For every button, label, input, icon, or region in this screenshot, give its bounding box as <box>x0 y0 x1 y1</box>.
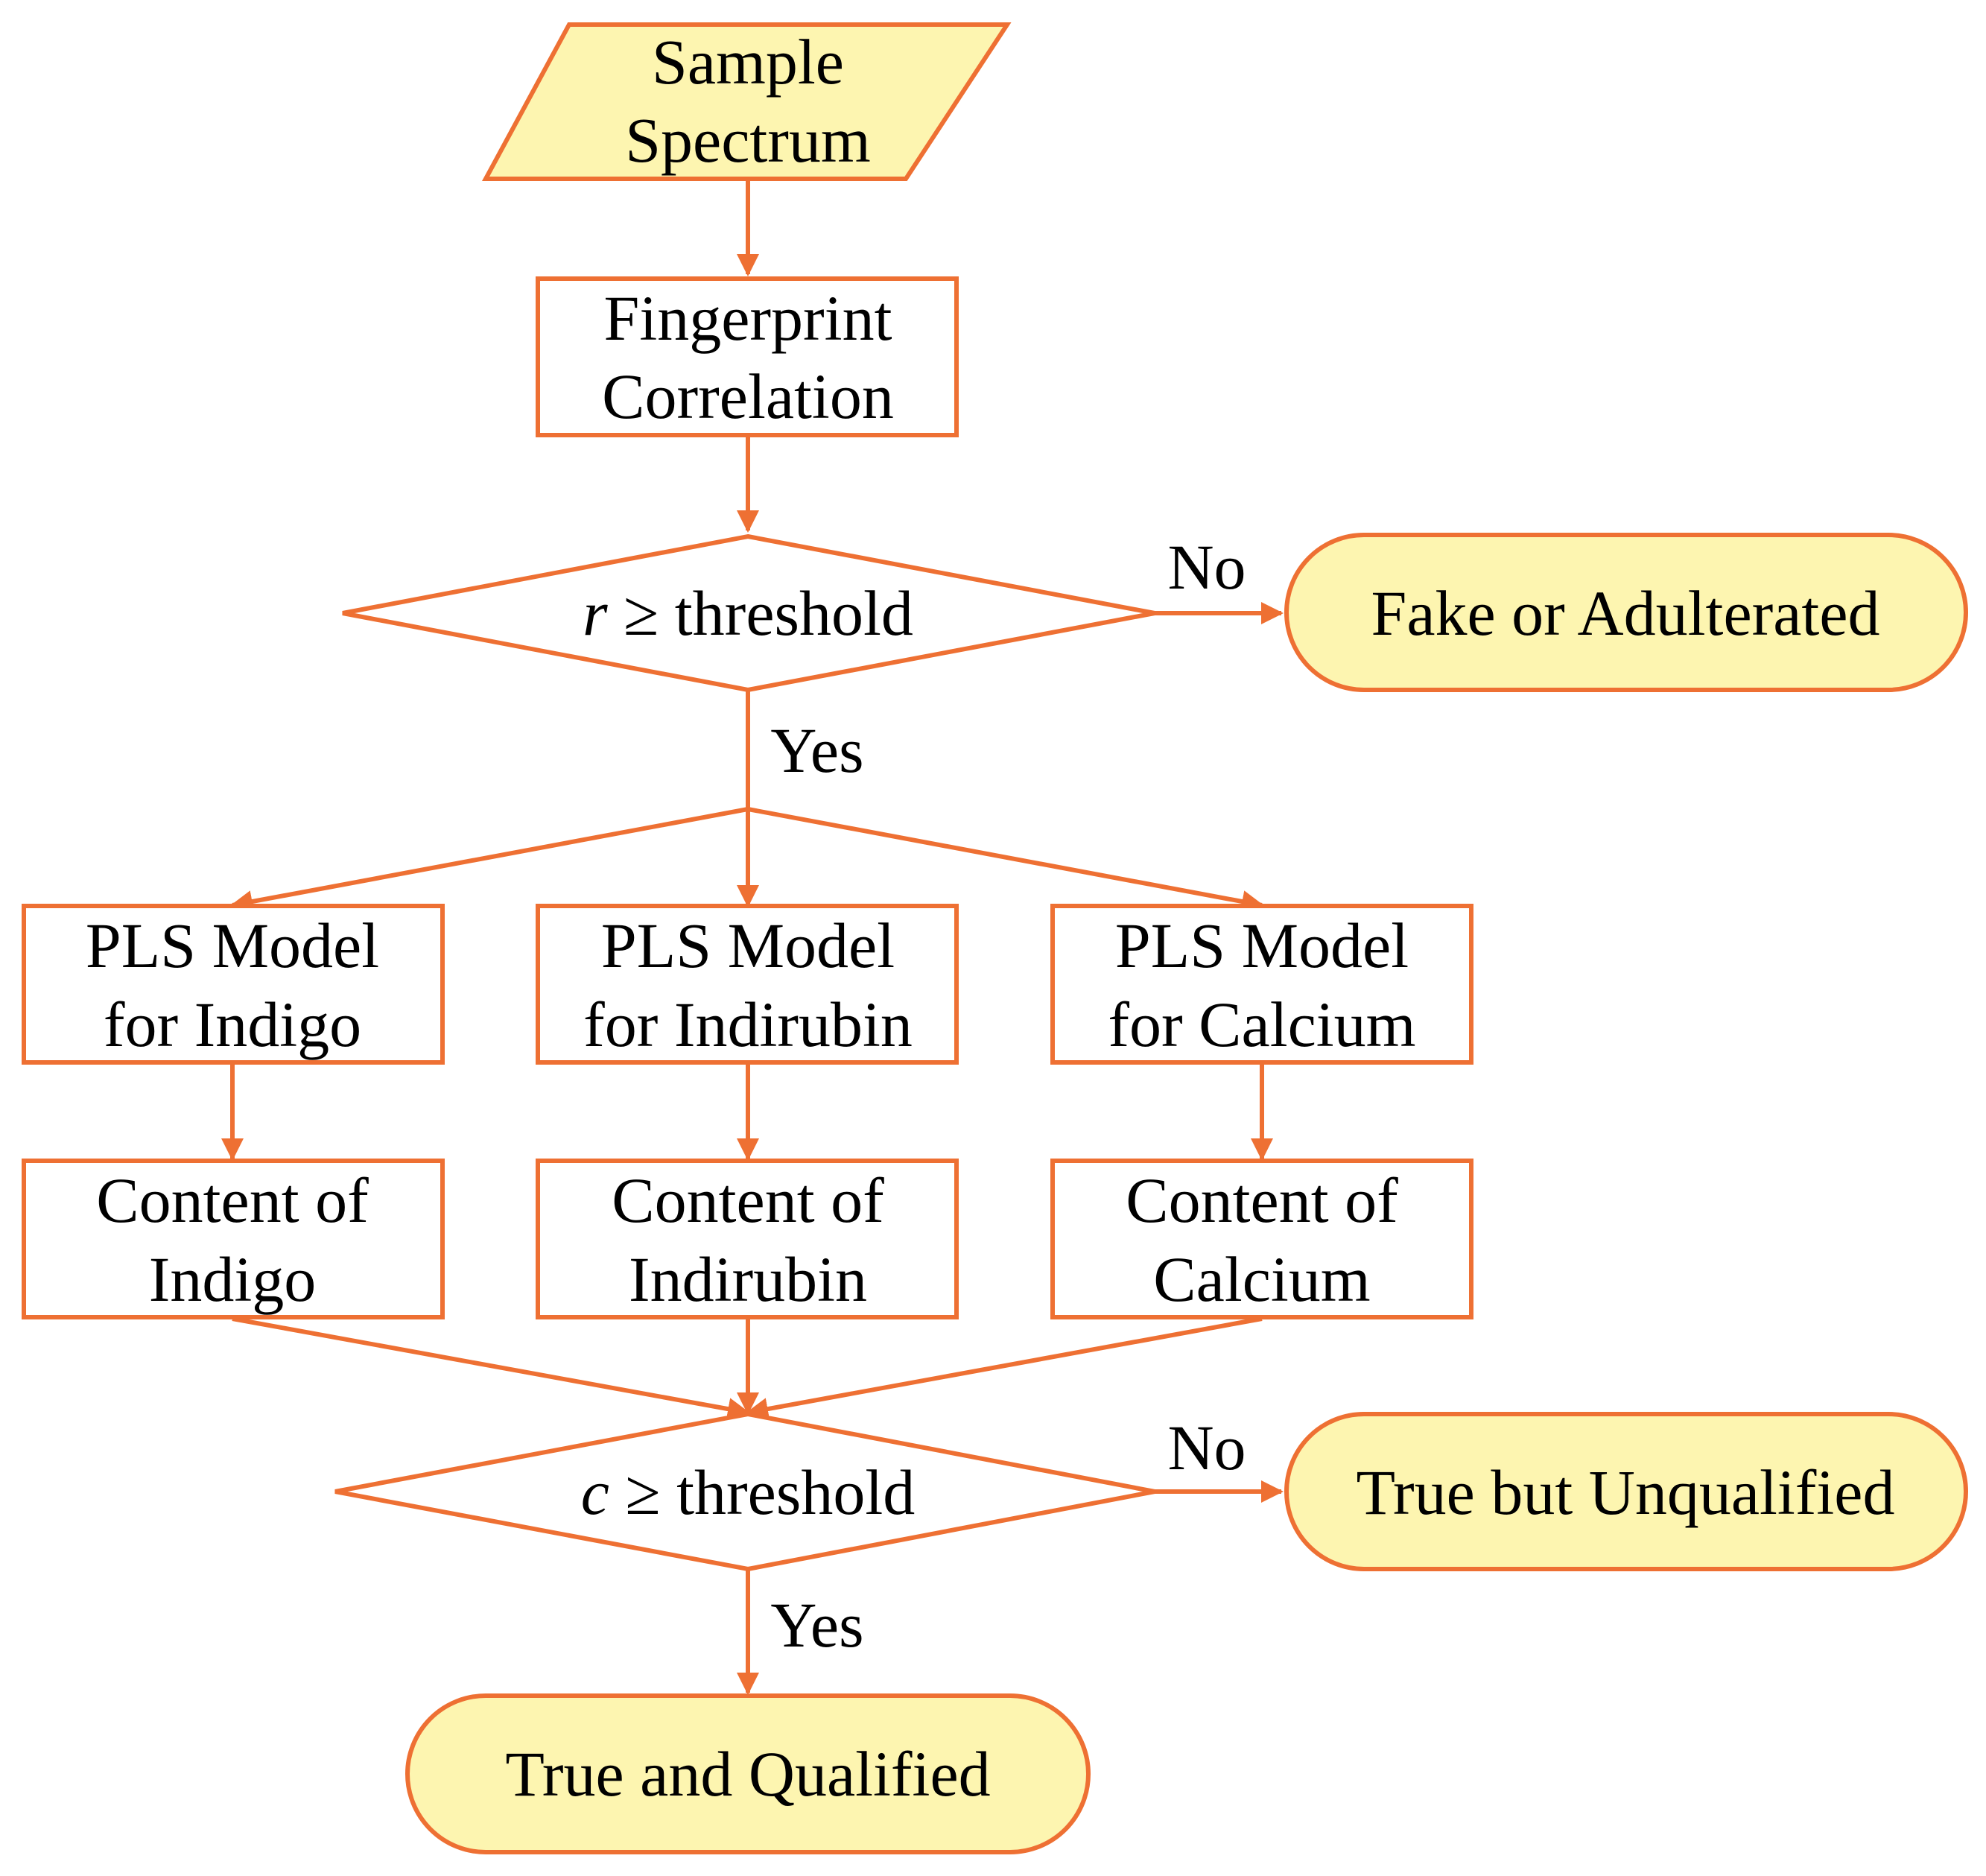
edge-label-no-2: No <box>1167 1412 1246 1483</box>
fingerprint-line-2: Correlation <box>602 361 894 432</box>
pls-calcium-line-2: for Calcium <box>1108 989 1415 1060</box>
edges <box>221 181 1284 1695</box>
edge-content-indigo-to-decision-c <box>232 1316 750 1420</box>
content-indigo-line-2: Indigo <box>149 1243 317 1315</box>
content-calcium-line-1: Content of <box>1126 1164 1398 1236</box>
edge-label-no-1: No <box>1167 531 1246 603</box>
decision-r-node: r ≥ threshold <box>342 533 1155 693</box>
input-line-1: Sample <box>652 26 844 98</box>
pls-indirubin-line-2: for Indirubin <box>583 989 913 1060</box>
input-node: Sample Spectrum <box>481 22 1012 181</box>
content-calcium-line-2: Calcium <box>1153 1243 1370 1315</box>
content-indirubin-node: Content of Indirubin <box>536 1159 959 1319</box>
content-indigo-node: Content of Indigo <box>22 1159 445 1319</box>
fake-node: Fake or Adulterated <box>1284 533 1968 692</box>
decision-c-label: c ≥ threshold <box>581 1457 915 1528</box>
edge-split-to-pls-calcium <box>747 807 1264 913</box>
fingerprint-line-1: Fingerprint <box>604 282 892 354</box>
content-calcium-node: Content of Calcium <box>1050 1159 1473 1319</box>
input-line-2: Spectrum <box>625 104 871 176</box>
pls-indigo-line-2: for Indigo <box>104 989 361 1060</box>
pls-calcium-line-1: PLS Model <box>1115 910 1409 981</box>
decision-c-variable: c <box>581 1457 609 1528</box>
edge-content-calcium-to-decision-c <box>746 1316 1263 1420</box>
unqualified-label: True but Unqualified <box>1357 1457 1895 1528</box>
edge-split-to-pls-indigo <box>230 807 749 913</box>
pls-indigo-node: PLS Model for Indigo <box>22 904 445 1065</box>
decision-c-node: c ≥ threshold <box>334 1411 1155 1572</box>
pls-indirubin-line-1: PLS Model <box>601 910 895 981</box>
content-indigo-line-1: Content of <box>96 1164 369 1236</box>
decision-r-label: r ≥ threshold <box>583 577 913 649</box>
decision-r-variable: r <box>583 577 608 649</box>
pls-indirubin-node: PLS Model for Indirubin <box>536 904 959 1065</box>
qualified-node: True and Qualified <box>405 1693 1091 1854</box>
qualified-label: True and Qualified <box>505 1738 990 1810</box>
pls-calcium-node: PLS Model for Calcium <box>1050 904 1473 1065</box>
content-indirubin-line-1: Content of <box>612 1164 884 1236</box>
edge-label-yes-1: Yes <box>770 714 863 786</box>
fake-label: Fake or Adulterated <box>1371 577 1879 649</box>
decision-r-condition: ≥ threshold <box>608 577 913 649</box>
pls-indigo-line-1: PLS Model <box>86 910 379 981</box>
fingerprint-node: Fingerprint Correlation <box>536 276 959 437</box>
edge-label-yes-2: Yes <box>770 1589 863 1661</box>
content-indirubin-line-2: Indirubin <box>629 1243 867 1315</box>
decision-c-condition: ≥ threshold <box>609 1457 915 1528</box>
unqualified-node: True but Unqualified <box>1284 1412 1968 1571</box>
